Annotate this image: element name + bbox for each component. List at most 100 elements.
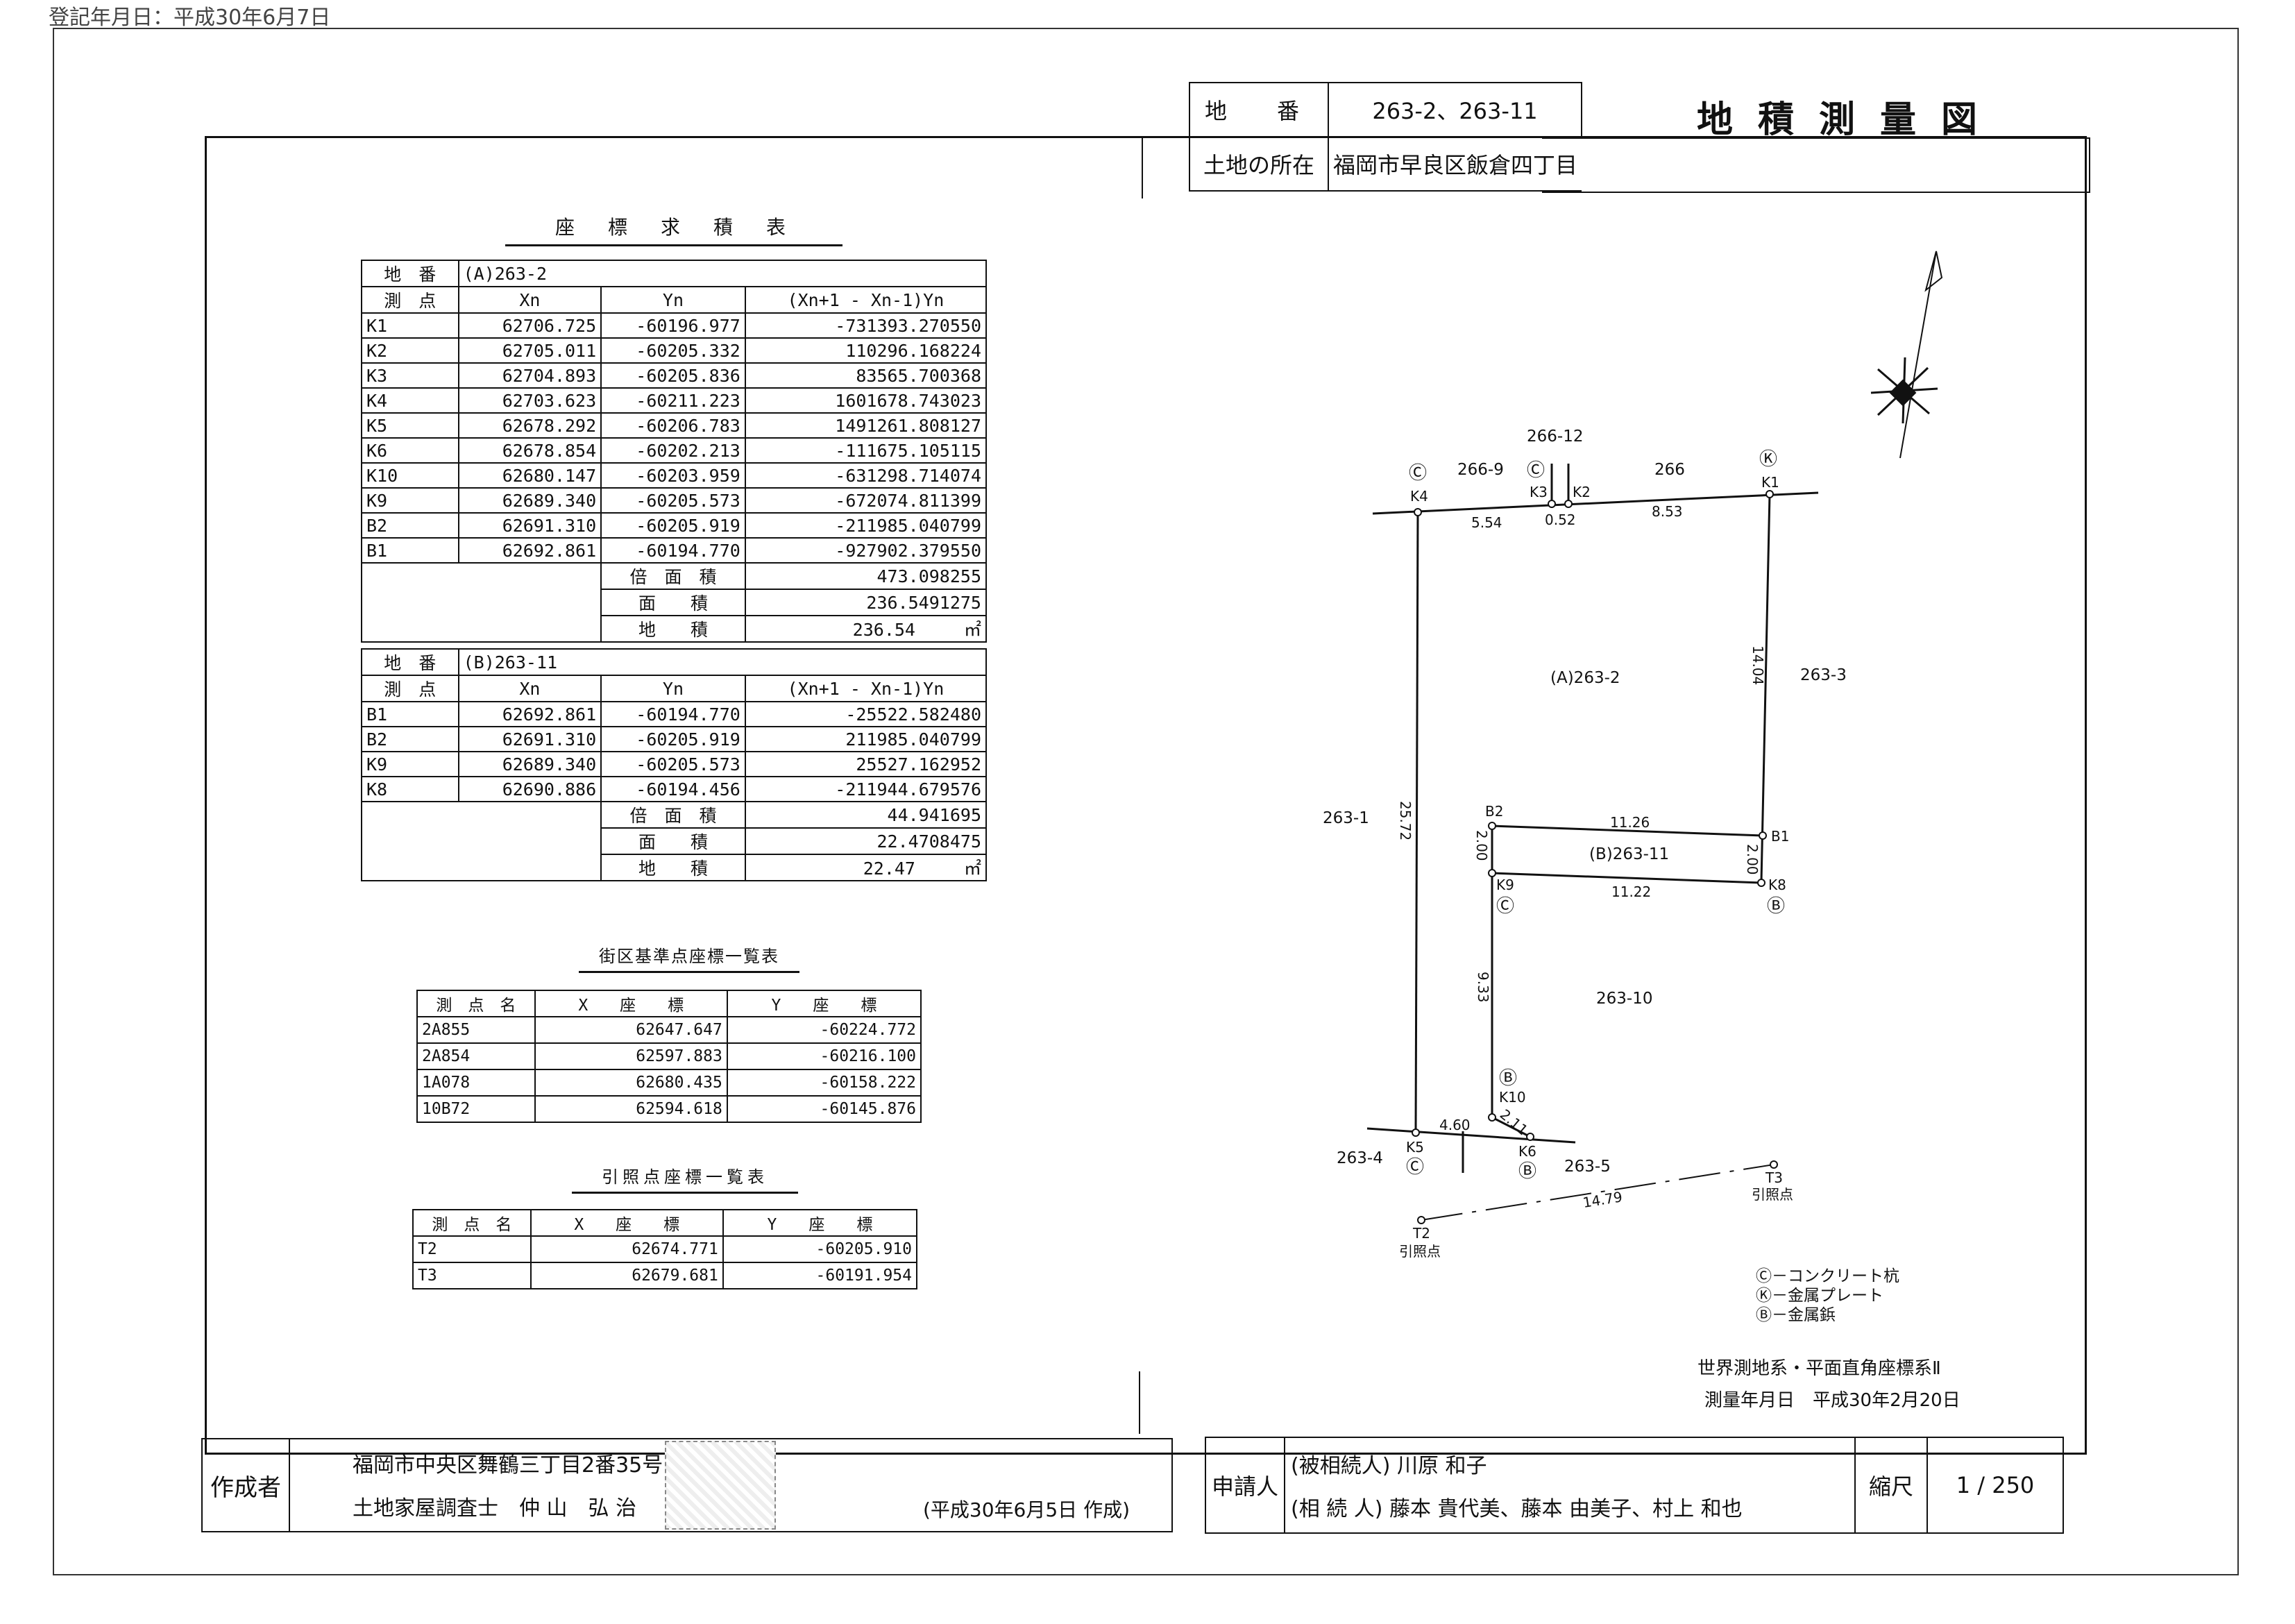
legend-metal-plate: Ⓚ－金属プレート xyxy=(1756,1287,1883,1305)
mark-k-k1: Ⓚ xyxy=(1759,449,1777,470)
cell: K2 xyxy=(361,337,459,364)
land-area-label: 地 積 xyxy=(600,854,746,881)
lot-value-b: (B)263-11 xyxy=(457,648,988,676)
cell: 62647.647 xyxy=(534,1016,728,1044)
dist-4-60: 4.60 xyxy=(1439,1117,1471,1133)
road-line-north xyxy=(1372,491,1819,515)
label-263-10: 263-10 xyxy=(1596,990,1652,1008)
scale-label: 縮尺 xyxy=(1854,1437,1928,1534)
col-header: 測 点 xyxy=(361,675,459,702)
boundary-k1-k8 xyxy=(1760,493,1771,882)
cell: 62597.883 xyxy=(534,1042,728,1070)
point-t3 xyxy=(1770,1160,1778,1169)
document-title: 地積測量図 xyxy=(1697,99,2003,141)
cell: -25522.582480 xyxy=(744,701,988,727)
label-263-1: 263-1 xyxy=(1323,809,1369,827)
cell: 62674.771 xyxy=(530,1235,724,1263)
registration-date-note: 登記年月日：平成30年6月7日 xyxy=(49,6,331,30)
location-row-extension xyxy=(1542,137,2090,193)
cell: -60205.919 xyxy=(600,512,746,539)
table-c-caption: 街区基準点座標一覧表 xyxy=(579,942,799,973)
cell: T2 xyxy=(412,1235,532,1263)
boundary-k4-k5 xyxy=(1414,511,1419,1133)
lot-label: 地 番 xyxy=(1189,82,1329,137)
label-266: 266 xyxy=(1654,461,1685,479)
cell: K3 xyxy=(361,362,459,389)
label-lot-b: (B)263-11 xyxy=(1589,845,1669,863)
cell: -60216.100 xyxy=(726,1042,922,1070)
coordinate-area-table-b: 地 番 (B)263-11 測 点 Xn Yn (Xn+1 - Xn-1)Yn … xyxy=(360,648,988,881)
cell: -60145.876 xyxy=(726,1095,922,1123)
sheet-border xyxy=(53,28,2239,1575)
cell: -60224.772 xyxy=(726,1016,922,1044)
cell: K9 xyxy=(361,751,459,777)
point-k6 xyxy=(1526,1133,1534,1141)
author-label: 作成者 xyxy=(201,1438,290,1532)
dist-11-22: 11.22 xyxy=(1611,883,1651,900)
cell: 62692.861 xyxy=(457,701,602,727)
double-area-value: 44.941695 xyxy=(744,801,988,829)
label-k3: K3 xyxy=(1530,484,1548,500)
point-k5 xyxy=(1412,1128,1420,1137)
author-address: 福岡市中央区舞鶴三丁目2番35号 xyxy=(353,1453,663,1478)
cell: 10B72 xyxy=(416,1095,536,1123)
area-label: 面 積 xyxy=(600,589,746,616)
author-name: 土地家屋調査士 仲 山 弘 治 xyxy=(353,1496,637,1521)
cell: -60205.836 xyxy=(600,362,746,389)
label-k4: K4 xyxy=(1410,488,1428,505)
cell: K10 xyxy=(361,462,459,489)
cell: 2A854 xyxy=(416,1042,536,1070)
cell: 62704.893 xyxy=(457,362,602,389)
label-263-5: 263-5 xyxy=(1564,1158,1611,1176)
cell: -60205.332 xyxy=(600,337,746,364)
label-lot-a: (A)263-2 xyxy=(1550,669,1620,687)
point-b1 xyxy=(1759,831,1767,840)
label-k5: K5 xyxy=(1406,1139,1424,1156)
boundary-b2-b1 xyxy=(1491,824,1763,837)
point-k9 xyxy=(1488,869,1496,877)
label-k9: K9 xyxy=(1496,877,1514,893)
cell: B1 xyxy=(361,537,459,564)
label-b2: B2 xyxy=(1485,803,1503,820)
dist-14-04: 14.04 xyxy=(1750,645,1766,685)
lot-label-a: 地 番 xyxy=(361,260,459,287)
label-k1: K1 xyxy=(1761,474,1779,491)
cell: -60196.977 xyxy=(600,312,746,339)
cell: 1A078 xyxy=(416,1069,536,1097)
dist-14-79: 14.79 xyxy=(1582,1188,1623,1211)
location-label: 土地の所在 xyxy=(1189,136,1329,192)
col-header: (Xn+1 - Xn-1)Yn xyxy=(744,286,988,314)
scale-value: 1 / 250 xyxy=(1926,1437,2064,1534)
cell: -927902.379550 xyxy=(744,537,988,564)
boundary-k9-k8 xyxy=(1491,872,1762,884)
mark-c-k3: Ⓒ xyxy=(1527,460,1545,481)
cell: -60205.910 xyxy=(722,1235,918,1263)
col-header: 測 点 名 xyxy=(412,1209,532,1237)
area-value: 236.5491275 xyxy=(744,589,988,616)
cell: -60205.919 xyxy=(600,726,746,752)
north-arrow-icon xyxy=(1870,251,1943,459)
label-263-4: 263-4 xyxy=(1337,1149,1383,1167)
creation-date: (平成30年6月5日 作成) xyxy=(922,1498,1130,1521)
cell: 110296.168224 xyxy=(744,337,988,364)
unit: ㎡ xyxy=(963,858,981,879)
applicant-names: (被相続人) 川原 和子 (相 続 人) 藤本 貴代美、藤本 由美子、村上 和也 xyxy=(1284,1437,1856,1534)
cell: -60158.222 xyxy=(726,1069,922,1097)
col-header: Y 座 標 xyxy=(726,990,922,1017)
cell: 62594.618 xyxy=(534,1095,728,1123)
panel-divider xyxy=(1139,1371,1140,1434)
double-area-value: 473.098255 xyxy=(744,562,988,590)
label-t2: T2 xyxy=(1412,1225,1430,1242)
col-header: Yn xyxy=(600,286,746,314)
col-header: Xn xyxy=(457,675,602,702)
area-value: 22.4708475 xyxy=(744,827,988,855)
